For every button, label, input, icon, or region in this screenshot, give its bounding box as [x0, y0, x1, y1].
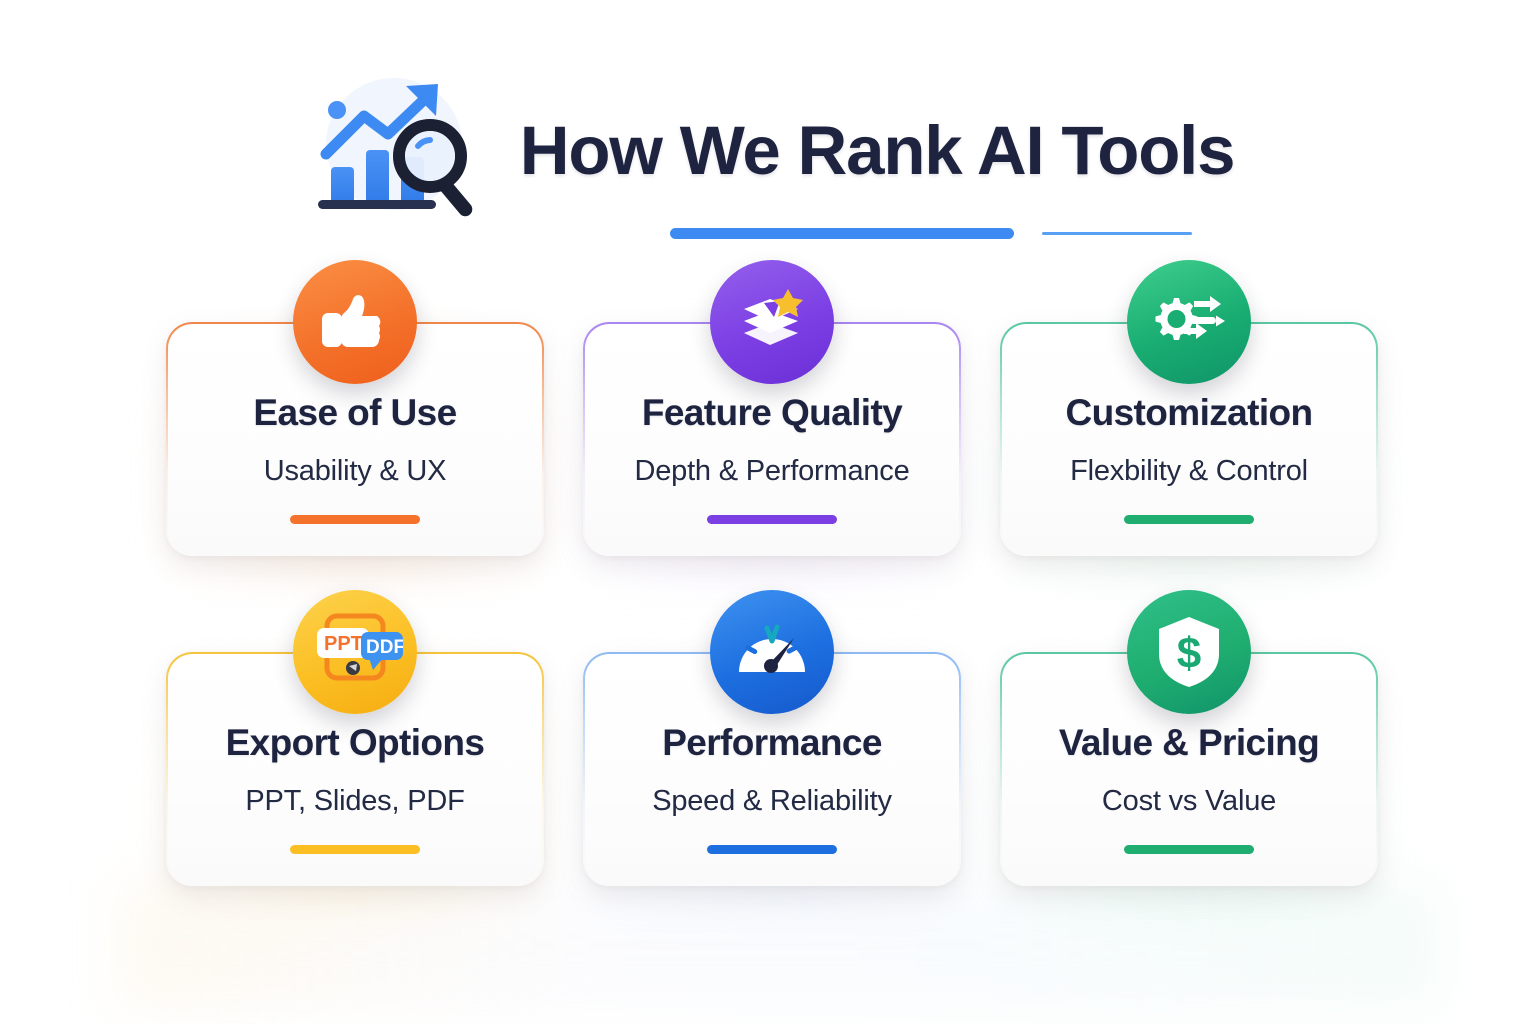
icon-gear-flow-wrap [1127, 260, 1251, 384]
criteria-grid: Ease of Use Usability & UX [150, 260, 1398, 920]
card-accent-bar [1124, 515, 1254, 524]
file-formats-icon: PPT DDF [293, 590, 417, 714]
card-subtitle: PPT, Slides, PDF [245, 785, 465, 817]
card-subtitle: Usability & UX [263, 455, 447, 487]
card-accent-bar [1124, 845, 1254, 854]
icon-speedometer-wrap [710, 590, 834, 714]
criteria-card-performance[interactable]: Performance Speed & Reliability [567, 590, 977, 920]
dollar-glyph: $ [1177, 629, 1201, 678]
card-title: Performance [662, 722, 882, 763]
layers-star-icon [710, 260, 834, 384]
icon-layers-star-wrap [710, 260, 834, 384]
card-title: Customization [1065, 392, 1313, 433]
title-underline-group [669, 227, 1192, 239]
card-subtitle: Speed & Reliability [652, 785, 892, 817]
gear-flow-icon [1127, 260, 1251, 384]
icon-file-formats-wrap: PPT DDF [293, 590, 417, 714]
ddf-label: DDF [366, 637, 403, 658]
icon-shield-dollar-wrap: $ [1127, 590, 1251, 714]
criteria-card-value-pricing[interactable]: $ Value & Pricing Cost vs Value [984, 590, 1394, 920]
card-title: Value & Pricing [1058, 722, 1320, 763]
page-title: How We Rank AI Tools [519, 111, 1236, 189]
card-title: Feature Quality [641, 392, 903, 433]
thumbs-up-icon [293, 260, 417, 384]
icon-thumbs-up-wrap [293, 260, 417, 384]
card-title: Export Options [225, 722, 485, 763]
shield-dollar-icon: $ [1127, 590, 1251, 714]
card-accent-bar [290, 845, 420, 854]
title-underline-thick [669, 227, 1014, 239]
card-title: Ease of Use [253, 392, 457, 433]
card-subtitle: Cost vs Value [1101, 785, 1277, 817]
criteria-card-ease-of-use[interactable]: Ease of Use Usability & UX [150, 260, 560, 590]
page-header: How We Rank AI Tools [0, 72, 1536, 239]
card-accent-bar [707, 515, 837, 524]
ppt-label: PPT [324, 633, 363, 655]
chart-magnifier-icon [302, 72, 502, 222]
speedometer-icon [710, 590, 834, 714]
criteria-card-feature-quality[interactable]: Feature Quality Depth & Performance [567, 260, 977, 590]
bottom-haze [120, 880, 1440, 1010]
criteria-card-customization[interactable]: Customization Flexbility & Control [984, 260, 1394, 590]
criteria-card-export-options[interactable]: PPT DDF Export Options PPT, Slides, PDF [150, 590, 560, 920]
card-accent-bar [290, 515, 420, 524]
card-subtitle: Flexbility & Control [1070, 455, 1308, 487]
title-underline-thin [1041, 231, 1192, 235]
card-accent-bar [707, 845, 837, 854]
card-subtitle: Depth & Performance [634, 455, 910, 487]
